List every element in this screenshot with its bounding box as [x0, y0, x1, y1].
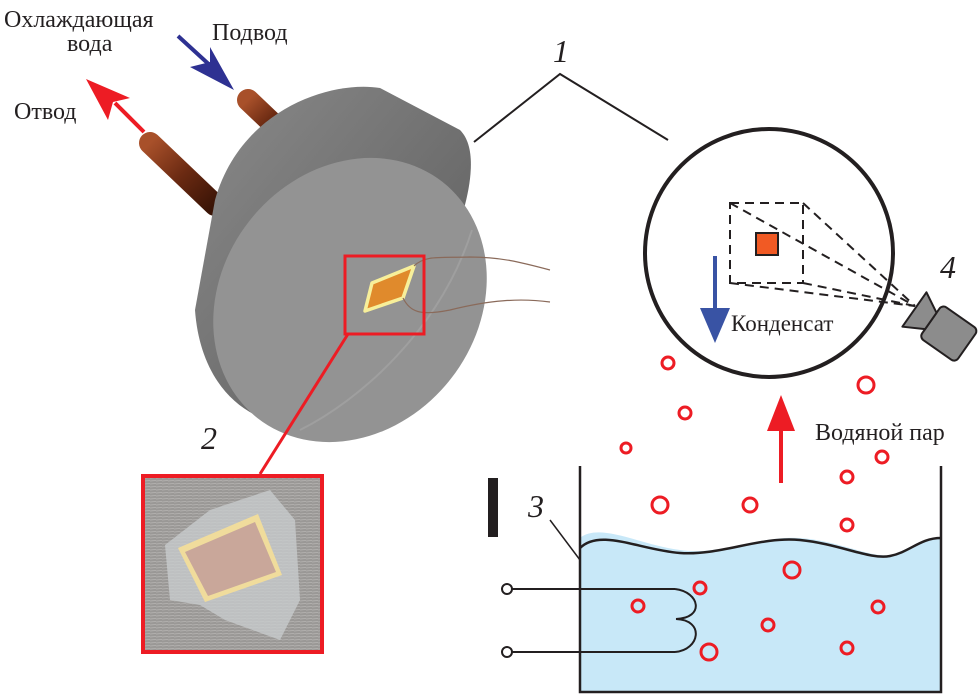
water-bubble: [699, 642, 719, 662]
outlet-pipe: [139, 132, 226, 216]
thermocouple-wires: [402, 256, 551, 314]
condensate-label: Конденсат: [731, 311, 833, 336]
water-bubble: [692, 580, 708, 596]
cooling-water-label-line1: Охлаждающая: [4, 7, 154, 33]
vapor-arrow-icon: [767, 395, 795, 483]
zoom-frame-small: [343, 254, 426, 336]
outlet-arrow-icon: [86, 79, 146, 134]
callout-2: 2: [201, 420, 217, 456]
field-of-view-dashed: [729, 202, 916, 307]
roman-numeral-I: [488, 478, 498, 537]
callout-3-leader: [549, 519, 581, 561]
callout-4: 4: [940, 249, 956, 285]
air-bubble: [741, 496, 759, 514]
air-bubble: [660, 355, 676, 371]
air-bubble: [839, 517, 855, 533]
water-bubble: [760, 617, 776, 633]
outlet-label: Отвод: [14, 99, 77, 125]
heater-coil: [501, 583, 697, 658]
air-bubble: [650, 495, 670, 515]
camera-icon: [901, 291, 978, 362]
cooling-water-label-line2: вода: [67, 31, 113, 57]
callout-1-bracket: [473, 72, 669, 143]
air-bubble: [839, 469, 855, 485]
water-bubble: [870, 599, 886, 615]
air-bubble: [619, 441, 633, 455]
inlet-arrow-icon: [176, 34, 234, 90]
observed-sample-square: [755, 232, 779, 256]
zoom-connector-line: [258, 333, 350, 475]
water-bubble: [630, 598, 646, 614]
inlet-label: Подвод: [212, 20, 288, 46]
water-tank: [578, 466, 943, 694]
callout-3: 3: [527, 488, 544, 524]
air-bubble: [677, 405, 693, 421]
condenser-cylinder: [195, 86, 487, 443]
callout-1: 1: [553, 33, 569, 69]
magnified-view-circle: [643, 127, 895, 379]
condensate-arrow-icon: [700, 256, 730, 343]
water-vapor-label: Водяной пар: [815, 420, 945, 446]
air-bubble: [856, 375, 876, 395]
sample-photo-inset: [141, 474, 324, 654]
water-bubble: [782, 560, 802, 580]
vapor-bubbles: [619, 355, 890, 662]
water-bubble: [839, 640, 855, 656]
air-bubble: [874, 449, 890, 465]
